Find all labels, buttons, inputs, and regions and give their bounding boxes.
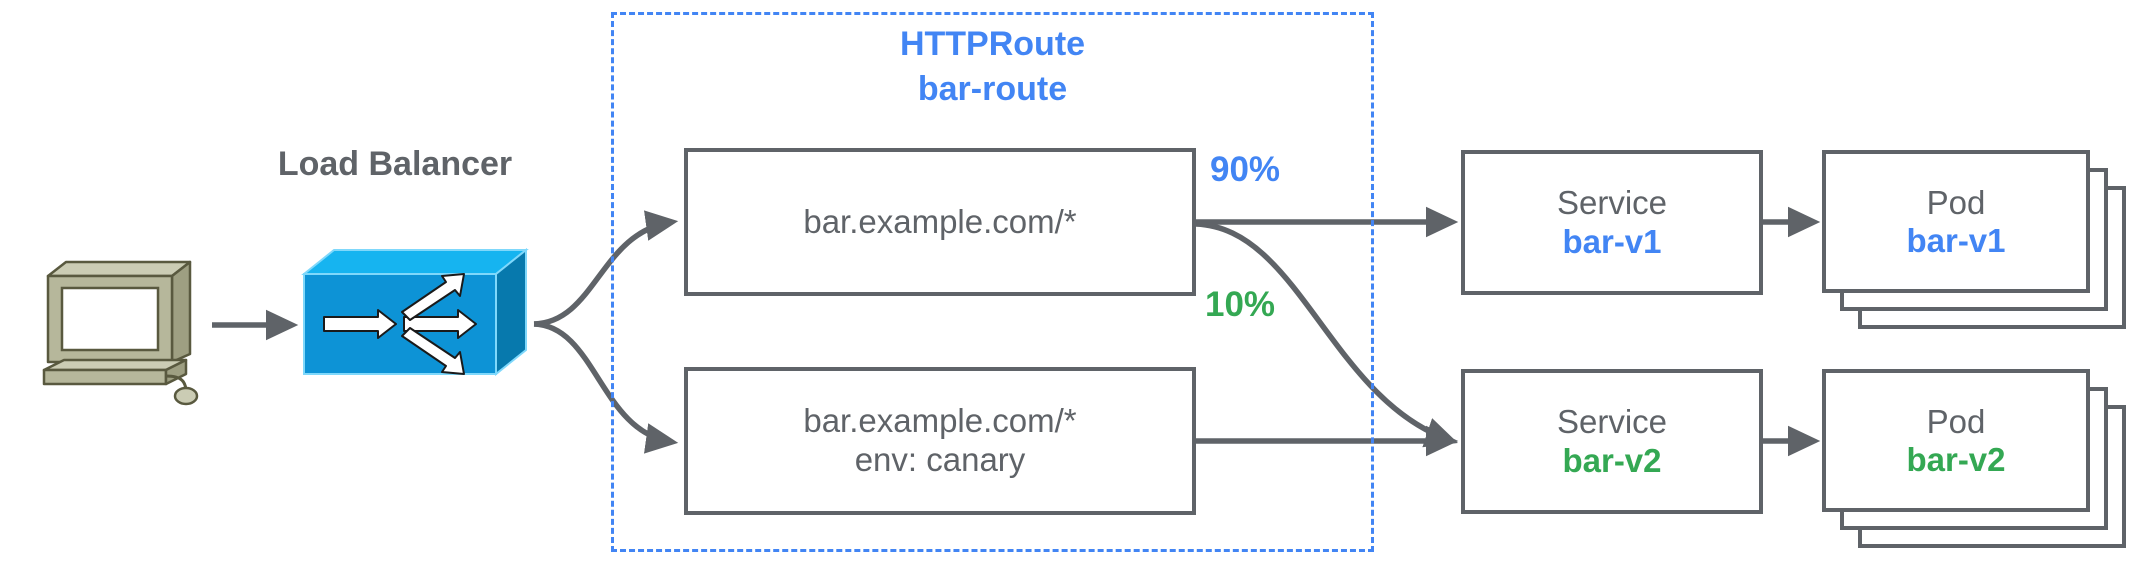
rule-canary-match: bar.example.com/* — [803, 402, 1077, 440]
weight-label-primary: 90% — [1210, 150, 1281, 189]
edge-lb-to-rule-primary — [533, 210, 679, 327]
edge-rule-primary-to-service-v2 — [1195, 221, 1458, 448]
pod-bar-v2[interactable]: Pod bar-v2 — [1822, 369, 2090, 512]
rule-primary-match: bar.example.com/* — [803, 202, 1077, 240]
service-bar-v2[interactable]: Service bar-v2 — [1461, 369, 1763, 514]
httproute-title: HTTPRoute bar-route — [611, 22, 1374, 112]
weight-label-canary: 10% — [1205, 285, 1276, 324]
httproute-kind-label: HTTPRoute — [899, 25, 1086, 63]
load-balancer-label: Load Balancer — [277, 145, 513, 183]
service-name-bar-v2: bar-v2 — [1562, 441, 1662, 479]
httproute-rule-primary[interactable]: bar.example.com/* — [684, 148, 1196, 296]
service-name-bar-v1: bar-v1 — [1562, 222, 1662, 260]
pod-stack-bar-v1[interactable]: Pod bar-v1 — [1822, 150, 2132, 335]
pod-name-bar-v1: bar-v1 — [1906, 221, 2006, 259]
pod-stack-bar-v2[interactable]: Pod bar-v2 — [1822, 369, 2132, 554]
pod-bar-v1[interactable]: Pod bar-v1 — [1822, 150, 2090, 293]
pod-kind-label: Pod — [1926, 402, 1986, 440]
edge-lb-to-rule-canary — [533, 321, 679, 454]
service-kind-label: Service — [1556, 402, 1668, 440]
load-balancer-switch-icon — [300, 247, 530, 383]
pod-name-bar-v2: bar-v2 — [1906, 440, 2006, 478]
pod-kind-label: Pod — [1926, 183, 1986, 221]
service-kind-label: Service — [1556, 183, 1668, 221]
httproute-name-label: bar-route — [917, 69, 1068, 108]
rule-canary-header: env: canary — [854, 441, 1026, 478]
service-bar-v1[interactable]: Service bar-v1 — [1461, 150, 1763, 295]
httproute-group-boundary — [611, 12, 1374, 552]
httproute-rule-canary[interactable]: bar.example.com/* env: canary — [684, 367, 1196, 515]
desktop-computer-icon — [40, 258, 200, 411]
